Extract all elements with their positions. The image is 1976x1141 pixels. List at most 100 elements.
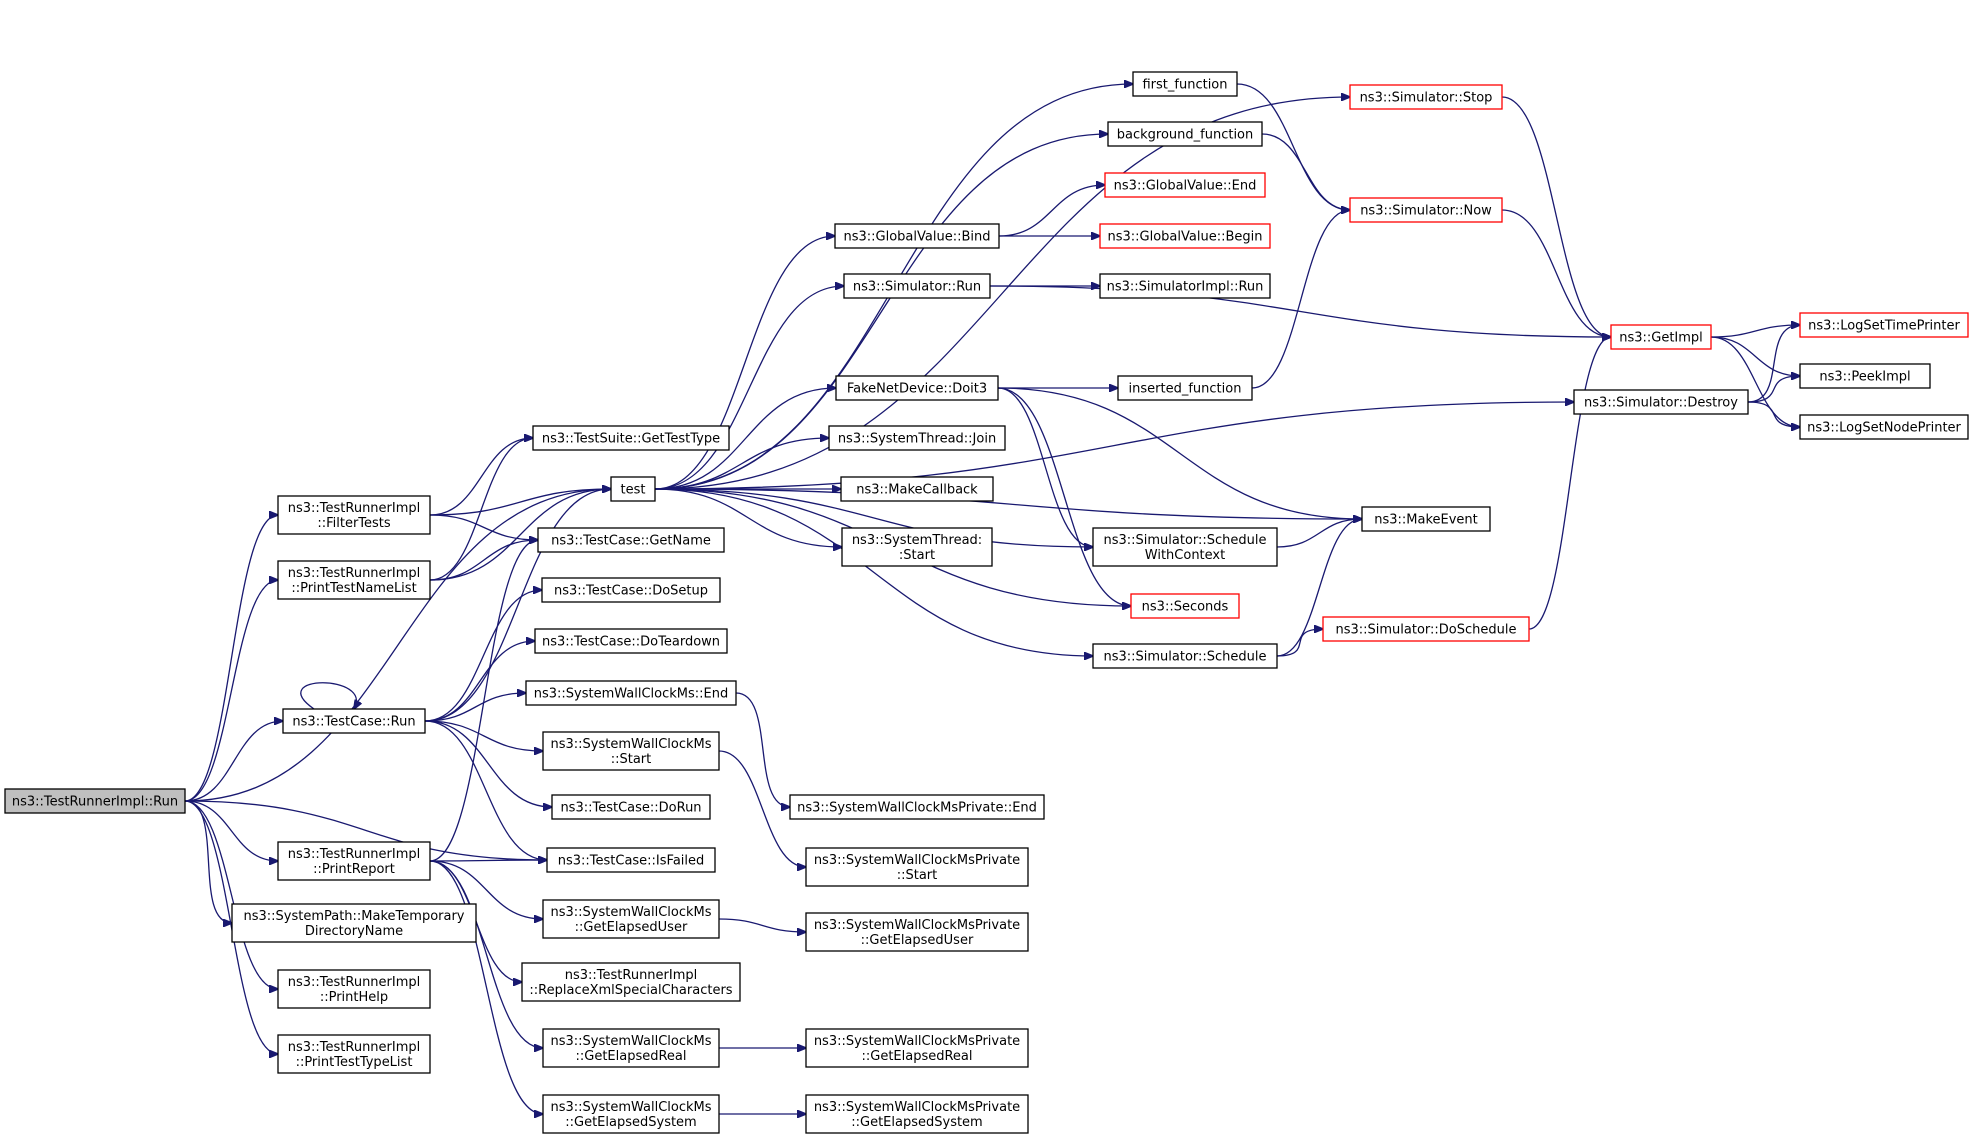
node-label: ns3::TestRunnerImpl [565, 968, 698, 983]
node-label: ns3::TestSuite::GetTestType [542, 432, 720, 447]
node-swcp-getelsys[interactable]: ns3::SystemWallClockMsPrivate::GetElapse… [805, 1094, 1029, 1134]
node-swc-geteluser[interactable]: ns3::SystemWallClockMs::GetElapsedUser [542, 899, 720, 939]
node-box [1799, 414, 1969, 440]
node-label: ::Start [611, 752, 652, 767]
node-filtertests[interactable]: ns3::TestRunnerImpl::FilterTests [277, 495, 431, 535]
node-gettesttype[interactable]: ns3::TestSuite::GetTestType [532, 425, 730, 451]
node-swcp-end[interactable]: ns3::SystemWallClockMsPrivate::End [789, 794, 1045, 820]
edge-testcase-run-to-dorun [424, 720, 552, 807]
node-dosetup[interactable]: ns3::TestCase::DoSetup [541, 577, 721, 603]
node-box [534, 628, 728, 654]
node-gv-begin[interactable]: ns3::GlobalValue::Begin [1099, 223, 1271, 249]
edge-sim-doschedule-to-getimpl [1528, 337, 1611, 630]
node-box [805, 847, 1029, 887]
node-label: ns3::SystemThread::Join [838, 432, 996, 447]
edge-test-to-sim-schedule [654, 488, 1093, 656]
node-doteardown[interactable]: ns3::TestCase::DoTeardown [534, 628, 728, 654]
node-swcp-getelreal[interactable]: ns3::SystemWallClockMsPrivate::GetElapse… [805, 1028, 1029, 1068]
node-label: ns3::TestCase::DoTeardown [542, 635, 720, 650]
node-dorun[interactable]: ns3::TestCase::DoRun [551, 794, 711, 820]
node-sim-now[interactable]: ns3::Simulator::Now [1349, 197, 1503, 223]
node-label: ns3::PeekImpl [1819, 370, 1910, 385]
node-makecallback[interactable]: ns3::MakeCallback [840, 476, 994, 502]
node-printhelp[interactable]: ns3::TestRunnerImpl::PrintHelp [277, 969, 431, 1009]
node-sim-schedule[interactable]: ns3::Simulator::Schedule [1092, 643, 1278, 669]
edge-testcase-run-to-dosetup [424, 590, 542, 722]
node-label: ns3::MakeCallback [856, 483, 978, 498]
edge-getimpl-to-logsetnodeprinter [1710, 336, 1800, 427]
node-background-function[interactable]: background_function [1107, 121, 1263, 147]
node-box [1099, 223, 1271, 249]
node-swc-getelreal[interactable]: ns3::SystemWallClockMs::GetElapsedReal [542, 1028, 720, 1068]
node-box [277, 1034, 431, 1074]
edge-sim-destroy-to-peekimpl [1747, 376, 1800, 403]
edge-testcase-run-to-doteardown [424, 641, 535, 722]
edge-printtestnamelist-to-gettesttype [429, 438, 533, 581]
node-printreport[interactable]: ns3::TestRunnerImpl::PrintReport [277, 841, 431, 881]
node-first-function[interactable]: first_function [1132, 71, 1238, 97]
node-box [1117, 375, 1253, 401]
node-inserted-function[interactable]: inserted_function [1117, 375, 1253, 401]
node-box [537, 527, 725, 553]
node-testcase-run[interactable]: ns3::TestCase::Run [282, 708, 426, 734]
node-maketempdir[interactable]: ns3::SystemPath::MakeTemporaryDirectoryN… [231, 903, 477, 943]
node-label: ns3::SystemWallClockMsPrivate::End [797, 801, 1037, 816]
node-swcp-geteluser[interactable]: ns3::SystemWallClockMsPrivate::GetElapse… [805, 912, 1029, 952]
node-test[interactable]: test [610, 476, 656, 502]
node-sim-run[interactable]: ns3::Simulator::Run [843, 273, 991, 299]
node-printtesttypelist[interactable]: ns3::TestRunnerImpl::PrintTestTypeList [277, 1034, 431, 1074]
node-gv-bind[interactable]: ns3::GlobalValue::Bind [834, 223, 1000, 249]
node-box [1099, 273, 1271, 299]
node-label: ns3::SystemWallClockMs::End [534, 687, 729, 702]
node-box [805, 912, 1029, 952]
node-getname[interactable]: ns3::TestCase::GetName [537, 527, 725, 553]
edge-printreport-to-getname [429, 540, 538, 862]
node-simimpl-run[interactable]: ns3::SimulatorImpl::Run [1099, 273, 1271, 299]
node-st-start[interactable]: ns3::SystemThread::Start [841, 527, 993, 567]
node-seconds[interactable]: ns3::Seconds [1130, 593, 1240, 619]
edge-sim-schedule-to-sim-doschedule [1276, 629, 1323, 657]
node-swc-getelsys[interactable]: ns3::SystemWallClockMs::GetElapsedSystem [542, 1094, 720, 1134]
edge-doit3-to-seconds [997, 387, 1131, 606]
node-printtestnamelist[interactable]: ns3::TestRunnerImpl::PrintTestNameList [277, 560, 431, 600]
node-gv-end[interactable]: ns3::GlobalValue::End [1104, 172, 1266, 198]
node-box [541, 577, 721, 603]
edge-gv-bind-to-gv-end [998, 185, 1105, 237]
node-doit3[interactable]: FakeNetDevice::Doit3 [835, 375, 999, 401]
edge-root-to-printtestnamelist [184, 580, 278, 802]
node-label: ns3::TestRunnerImpl [288, 501, 421, 516]
node-box [789, 794, 1045, 820]
node-sim-destroy[interactable]: ns3::Simulator::Destroy [1573, 389, 1749, 415]
node-replacexml[interactable]: ns3::TestRunnerImpl::ReplaceXmlSpecialCh… [521, 962, 741, 1002]
edge-root-to-printhelp [184, 800, 278, 989]
node-isfailed[interactable]: ns3::TestCase::IsFailed [546, 847, 716, 873]
node-sim-stop[interactable]: ns3::Simulator::Stop [1349, 84, 1503, 110]
node-swc-end[interactable]: ns3::SystemWallClockMs::End [525, 680, 737, 706]
node-st-join[interactable]: ns3::SystemThread::Join [828, 425, 1006, 451]
node-peekimpl[interactable]: ns3::PeekImpl [1799, 363, 1931, 389]
node-swc-start[interactable]: ns3::SystemWallClockMs::Start [542, 731, 720, 771]
node-label: ns3::TestRunnerImpl [288, 1040, 421, 1055]
node-getimpl[interactable]: ns3::GetImpl [1610, 324, 1712, 350]
node-sim-doschedule[interactable]: ns3::Simulator::DoSchedule [1322, 616, 1530, 642]
node-label: ::PrintTestNameList [291, 581, 416, 596]
edge-root-to-isfailed [184, 800, 547, 860]
edge-filtertests-to-test [429, 489, 611, 516]
edge-background-function-to-sim-now [1261, 133, 1350, 210]
node-label: ns3::Seconds [1142, 600, 1229, 615]
node-label: ns3::Simulator::Schedule [1103, 533, 1266, 548]
node-label: ::GetElapsedUser [575, 920, 688, 935]
node-box [1573, 389, 1749, 415]
node-label: ns3::SystemWallClockMsPrivate [814, 853, 1020, 868]
edge-test-to-sim-run [654, 286, 844, 490]
node-logsettimeprinter[interactable]: ns3::LogSetTimePrinter [1799, 312, 1969, 338]
node-box [841, 527, 993, 567]
edge-swc-start-to-swcp-start [718, 750, 806, 867]
node-swcp-start[interactable]: ns3::SystemWallClockMsPrivate::Start [805, 847, 1029, 887]
edge-root-to-printreport [184, 800, 278, 861]
edge-inserted-function-to-sim-now [1251, 210, 1350, 389]
node-makeevent[interactable]: ns3::MakeEvent [1361, 506, 1491, 532]
node-logsetnodeprinter[interactable]: ns3::LogSetNodePrinter [1799, 414, 1969, 440]
node-root[interactable]: ns3::TestRunnerImpl::Run [4, 788, 186, 814]
